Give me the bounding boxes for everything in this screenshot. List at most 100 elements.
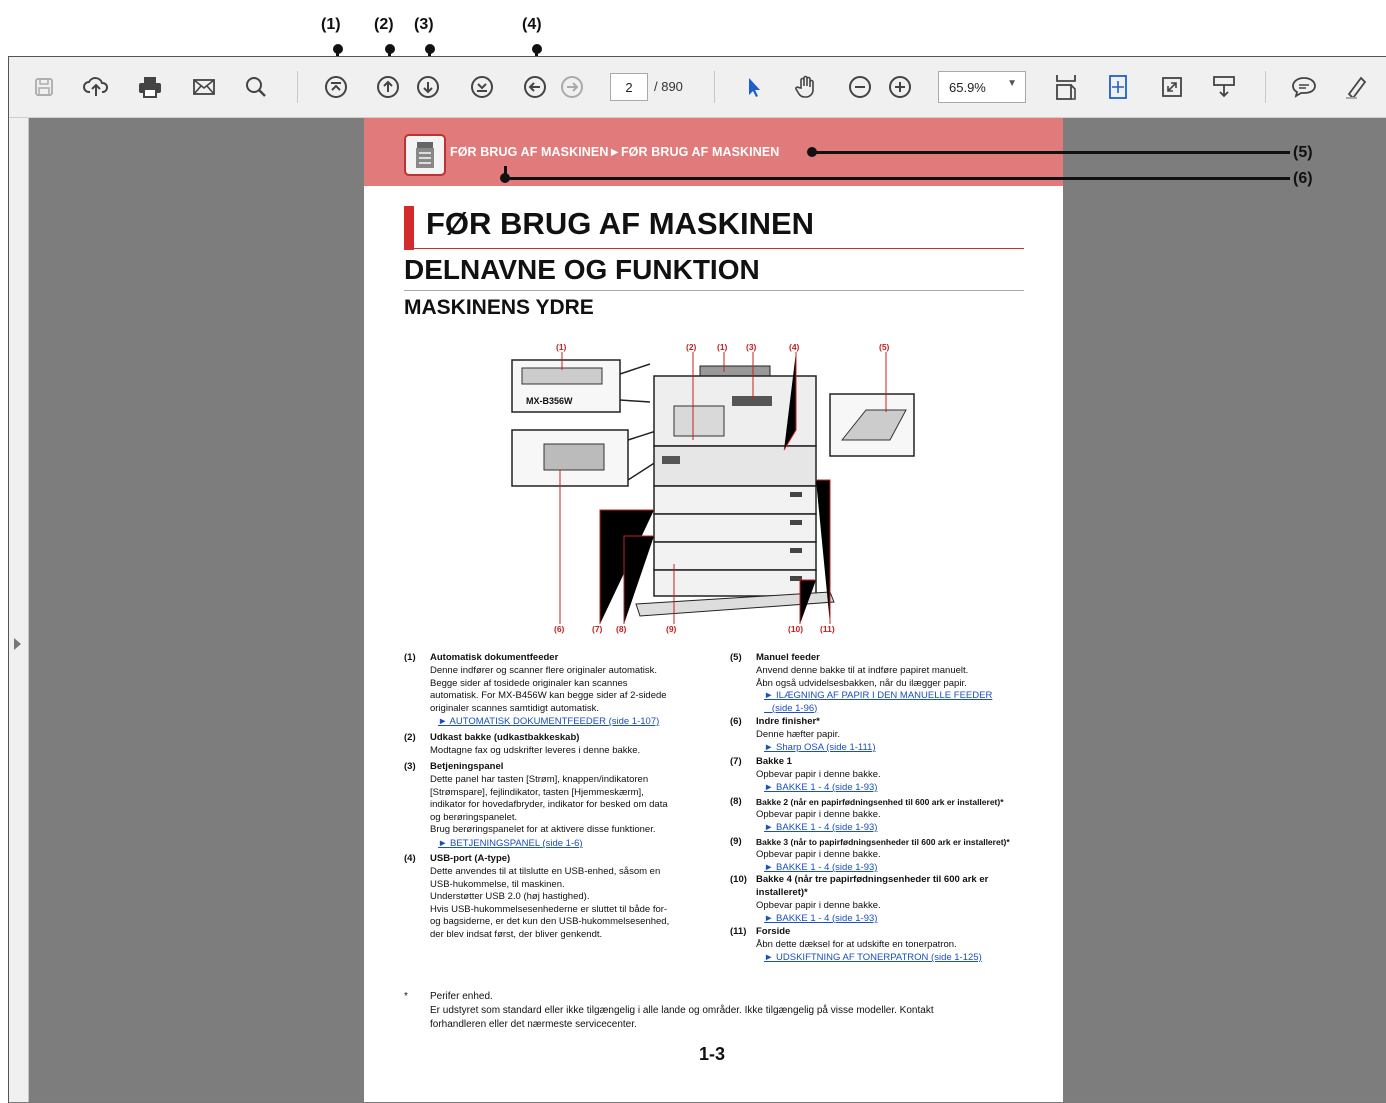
part-link[interactable]: ► UDSKIFTNING AF TONERPATRON (side 1-125…	[764, 952, 982, 963]
part-link[interactable]: ► ILÆGNING AF PAPIR I DEN MANUELLE FEEDE…	[764, 690, 993, 714]
part-title: USB-port (A-type)	[430, 853, 511, 864]
part-number: (3)	[404, 761, 416, 772]
machine-illustration: (1) (2) (1) (3) (4) (5) (6) (7) (8) (9) …	[504, 340, 934, 640]
part-title: Udkast bakke (udkastbakkeskab)	[430, 732, 580, 743]
prev-page-button[interactable]	[371, 69, 405, 105]
hand-tool-icon	[795, 75, 814, 98]
callout-1: (1)	[321, 16, 341, 33]
part-number: (5)	[730, 652, 742, 663]
last-page-icon	[471, 76, 493, 98]
callout-6-dot	[500, 173, 510, 183]
next-view-button[interactable]	[555, 69, 589, 105]
zoom-in-button[interactable]	[883, 69, 917, 105]
breadcrumb-link[interactable]: FØR BRUG AF MASKINEN►FØR BRUG AF MASKINE…	[450, 145, 780, 159]
callout-4: (4)	[522, 16, 542, 33]
zoom-out-button[interactable]	[843, 69, 877, 105]
callout-3-dot	[425, 44, 435, 54]
comment-icon	[1292, 77, 1316, 98]
hand-tool-button[interactable]	[789, 69, 823, 105]
search-icon	[246, 77, 266, 97]
part-link[interactable]: ► BAKKE 1 - 4 (side 1-93)	[764, 822, 878, 833]
expand-arrow-icon	[14, 638, 21, 650]
first-page-button[interactable]	[319, 69, 353, 105]
upload-button[interactable]	[79, 69, 113, 105]
part-body: Opbevar papir i denne bakke.	[756, 769, 881, 780]
part-number: (7)	[730, 756, 742, 767]
page-number: 1-3	[699, 1044, 726, 1064]
callout-2: (2)	[374, 16, 394, 33]
callout-6-line	[508, 177, 1290, 180]
figure-label: (3)	[746, 342, 757, 352]
part-number: (1)	[404, 652, 416, 663]
part-number: (6)	[730, 716, 742, 727]
divider	[404, 248, 1024, 249]
prev-view-icon	[524, 76, 546, 98]
highlight-button[interactable]	[1339, 69, 1373, 105]
part-title: Bakke 3 (når to papirfødningsenheder til…	[756, 837, 1010, 847]
part-title: Manuel feeder	[756, 652, 820, 663]
viewer-toolbar: 2 / 890 65.9% ▼	[9, 57, 1386, 118]
part-title: Forside	[756, 926, 791, 937]
zoom-value: 65.9%	[949, 80, 986, 95]
full-screen-button[interactable]	[1155, 69, 1189, 105]
document-page: FØR BRUG AF MASKINEN►FØR BRUG AF MASKINE…	[364, 118, 1063, 1102]
prev-view-button[interactable]	[518, 69, 552, 105]
part-title: Bakke 2 (når en papirfødningsenhed til 6…	[756, 797, 1004, 807]
callout-6: (6)	[1293, 170, 1313, 187]
scroll-mode-button[interactable]	[1207, 69, 1241, 105]
prev-page-icon	[377, 76, 399, 98]
navigation-pane-toggle[interactable]	[9, 118, 29, 1102]
part-link[interactable]: ► BAKKE 1 - 4 (side 1-93)	[764, 862, 878, 873]
part-title: Indre finisher*	[756, 716, 820, 727]
part-link[interactable]: ► BAKKE 1 - 4 (side 1-93)	[764, 782, 878, 793]
figure-label: (7)	[592, 624, 603, 634]
upload-cloud-icon	[83, 77, 109, 96]
part-title: Bakke 4 (når tre papirfødningsenheder ti…	[756, 874, 989, 898]
toolbar-separator	[1265, 71, 1266, 103]
comment-button[interactable]	[1287, 69, 1321, 105]
part-link[interactable]: ► BAKKE 1 - 4 (side 1-93)	[764, 913, 878, 924]
part-body: Opbevar papir i denne bakke.	[756, 900, 881, 911]
figure-model-label: MX-B356W	[526, 396, 573, 406]
zoom-select[interactable]: 65.9% ▼	[938, 71, 1026, 103]
chevron-down-icon: ▼	[1007, 78, 1017, 89]
part-body: Opbevar papir i denne bakke.	[756, 809, 881, 820]
fit-page-button[interactable]	[1049, 69, 1083, 105]
email-button[interactable]	[187, 69, 221, 105]
part-number: (8)	[730, 796, 742, 807]
part-body: Denne hæfter papir.	[756, 729, 840, 740]
zoom-out-icon	[849, 76, 871, 98]
next-view-icon	[561, 76, 583, 98]
footnote-body: Er udstyret som standard eller ikke tilg…	[430, 1005, 934, 1030]
scrolling-mode-icon	[1213, 76, 1235, 98]
part-link[interactable]: ► AUTOMATISK DOKUMENTFEEDER (side 1-107)	[438, 716, 660, 727]
figure-label: (11)	[820, 624, 835, 634]
search-button[interactable]	[239, 69, 273, 105]
page-number-input[interactable]: 2	[610, 73, 648, 101]
part-link[interactable]: ► BETJENINGSPANEL (side 1-6)	[438, 838, 583, 849]
part-body: Opbevar papir i denne bakke.	[756, 849, 881, 860]
printer-drawing	[511, 352, 915, 624]
part-number: (10)	[730, 874, 747, 885]
callout-6-line-v	[504, 166, 507, 176]
callout-1-dot	[333, 44, 343, 54]
part-title: Betjeningspanel	[430, 761, 504, 772]
divider	[404, 290, 1024, 291]
figure-label: (2)	[686, 342, 697, 352]
page-title: FØR BRUG AF MASKINEN	[426, 206, 815, 241]
mail-icon	[193, 79, 215, 95]
callout-3: (3)	[414, 16, 434, 33]
select-tool-button[interactable]	[737, 69, 771, 105]
part-number: (4)	[404, 853, 416, 864]
last-page-button[interactable]	[465, 69, 499, 105]
print-button[interactable]	[133, 69, 167, 105]
fit-width-button[interactable]	[1101, 69, 1135, 105]
section-title: DELNAVNE OG FUNKTION	[404, 254, 760, 285]
figure-label: (1)	[717, 342, 728, 352]
save-icon	[35, 78, 53, 96]
save-button[interactable]	[27, 69, 61, 105]
footnote-title: Perifer enhed.	[430, 991, 493, 1002]
part-link[interactable]: ► Sharp OSA (side 1-111)	[764, 742, 876, 753]
next-page-button[interactable]	[411, 69, 445, 105]
part-body: Dette panel har tasten [Strøm], knappen/…	[430, 774, 668, 835]
